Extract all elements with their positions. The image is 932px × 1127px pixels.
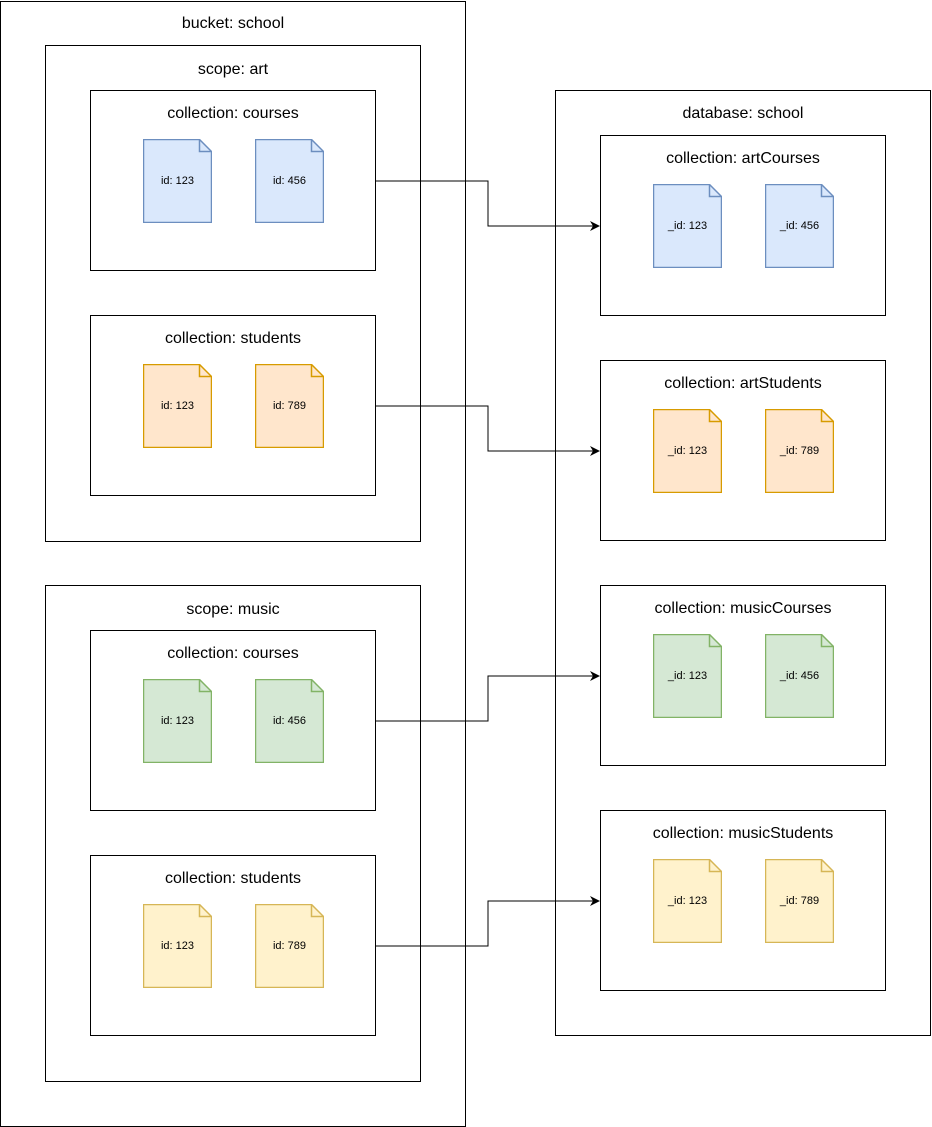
- collection-musicCourses: collection: musicCourses _id: 123 _id: 4…: [600, 585, 886, 766]
- collection-title: collection: artCourses: [666, 150, 820, 167]
- collection-artStudents: collection: artStudents _id: 123 _id: 78…: [600, 360, 886, 541]
- document-id: id: 123: [160, 715, 195, 727]
- collection-music-courses: collection: courses id: 123 id: 456: [90, 630, 376, 811]
- document-icon: id: 456: [255, 139, 324, 223]
- document-icon: _id: 456: [765, 184, 834, 268]
- document-shape: [255, 904, 324, 988]
- document-icon: _id: 123: [653, 859, 722, 943]
- document-shape: [255, 679, 324, 763]
- document-icon: id: 123: [143, 679, 212, 763]
- document-icon: id: 789: [255, 904, 324, 988]
- collection-musicStudents: collection: musicStudents _id: 123 _id: …: [600, 810, 886, 991]
- document-shape: [143, 904, 212, 988]
- collection-title: collection: artStudents: [664, 375, 822, 392]
- document-shape: [143, 679, 212, 763]
- collection-art-courses: collection: courses id: 123 id: 456: [90, 90, 376, 271]
- document-icon: id: 123: [143, 904, 212, 988]
- collection-title: collection: musicStudents: [652, 825, 834, 842]
- bucket-title: bucket: school: [181, 15, 285, 32]
- document-shape: [143, 139, 212, 223]
- document-id: id: 123: [160, 940, 195, 952]
- document-id: _id: 456: [779, 220, 820, 232]
- collection-title: collection: musicCourses: [654, 600, 832, 617]
- document-id: id: 789: [272, 940, 307, 952]
- scope-title: scope: art: [197, 61, 269, 78]
- document-icon: id: 456: [255, 679, 324, 763]
- document-icon: _id: 123: [653, 409, 722, 493]
- document-id: id: 123: [160, 400, 195, 412]
- document-icon: _id: 789: [765, 409, 834, 493]
- document-shape: [765, 634, 834, 718]
- document-shape: [653, 409, 722, 493]
- document-icon: _id: 123: [653, 184, 722, 268]
- document-id: _id: 123: [667, 895, 708, 907]
- document-id: id: 456: [272, 715, 307, 727]
- document-icon: id: 123: [143, 364, 212, 448]
- document-icon: _id: 123: [653, 634, 722, 718]
- document-shape: [143, 364, 212, 448]
- document-shape: [653, 184, 722, 268]
- collection-music-students: collection: students id: 123 id: 789: [90, 855, 376, 1036]
- document-icon: _id: 789: [765, 859, 834, 943]
- document-id: _id: 789: [779, 895, 820, 907]
- database-title: database: school: [682, 105, 804, 122]
- document-id: id: 456: [272, 175, 307, 187]
- collection-art-students: collection: students id: 123 id: 789: [90, 315, 376, 496]
- document-shape: [765, 409, 834, 493]
- document-id: _id: 123: [667, 445, 708, 457]
- collection-title: collection: students: [164, 330, 302, 347]
- document-id: id: 123: [160, 175, 195, 187]
- document-shape: [653, 859, 722, 943]
- collection-title: collection: courses: [167, 645, 299, 662]
- document-shape: [255, 139, 324, 223]
- document-id: _id: 789: [779, 445, 820, 457]
- document-icon: _id: 456: [765, 634, 834, 718]
- document-icon: id: 123: [143, 139, 212, 223]
- document-id: _id: 123: [667, 220, 708, 232]
- document-shape: [765, 184, 834, 268]
- document-icon: id: 789: [255, 364, 324, 448]
- collection-artCourses: collection: artCourses _id: 123 _id: 456: [600, 135, 886, 316]
- scope-title: scope: music: [186, 601, 280, 618]
- document-shape: [765, 859, 834, 943]
- document-id: _id: 456: [779, 670, 820, 682]
- document-shape: [255, 364, 324, 448]
- collection-title: collection: students: [164, 870, 302, 887]
- document-id: _id: 123: [667, 670, 708, 682]
- document-id: id: 789: [272, 400, 307, 412]
- collection-title: collection: courses: [167, 105, 299, 122]
- document-shape: [653, 634, 722, 718]
